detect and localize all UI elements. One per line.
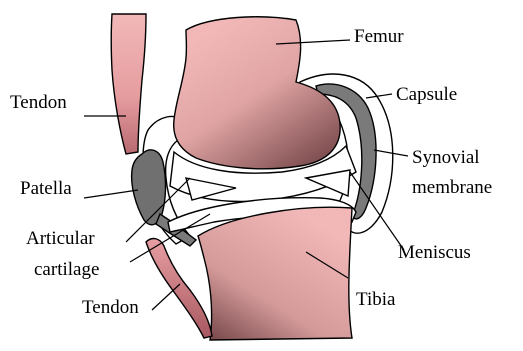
articular-label-line1: Articular — [26, 228, 95, 249]
tendon-bottom-leader — [152, 284, 180, 310]
femur-shape — [174, 17, 340, 169]
tendon-bottom-label: Tendon — [82, 297, 139, 318]
tibia-label: Tibia — [356, 289, 396, 310]
synovial-label-line2: membrane — [412, 177, 492, 198]
meniscus-label: Meniscus — [398, 242, 471, 263]
tendon-bottom-shape — [146, 239, 212, 338]
patella-label: Patella — [20, 178, 72, 199]
patella-leader — [84, 190, 138, 198]
tendon-top-label: Tendon — [10, 92, 67, 113]
femur-label: Femur — [354, 26, 404, 47]
capsule-label: Capsule — [396, 84, 457, 105]
synovial-label-line1: Synovial — [412, 147, 480, 168]
articular-label-line2: cartilage — [34, 259, 99, 280]
tendon-top-shape — [111, 14, 146, 154]
tibia-shape — [198, 207, 352, 340]
